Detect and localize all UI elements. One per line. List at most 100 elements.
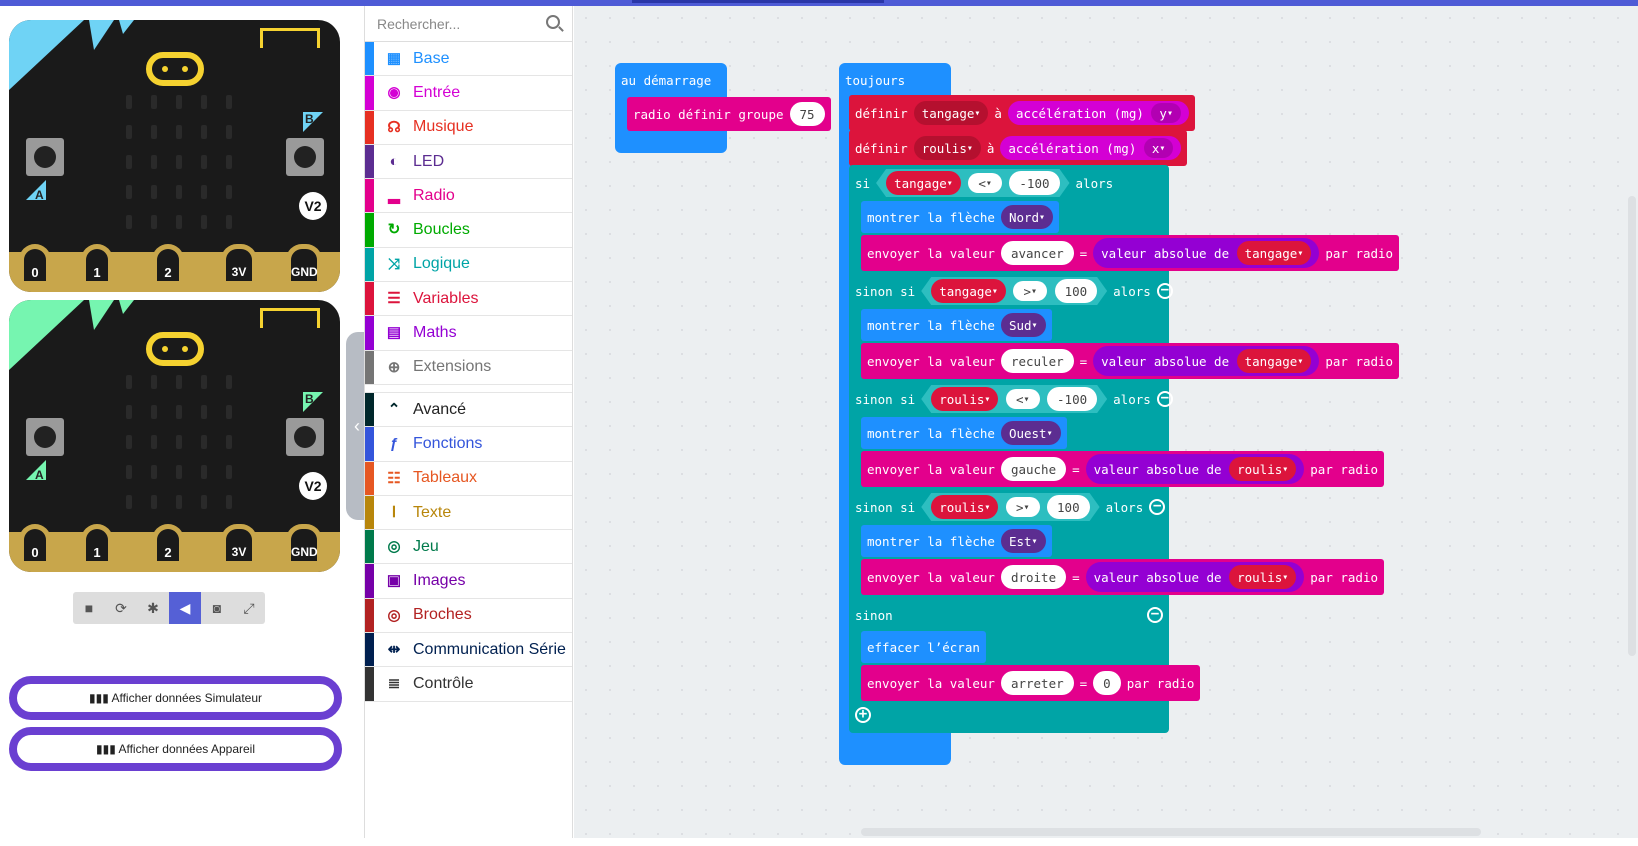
string-input[interactable]: droite [1000, 565, 1067, 589]
on-start-block[interactable]: au démarrage radio définir groupe 75 [615, 63, 831, 153]
variable-dropdown[interactable]: roulis [931, 387, 998, 411]
category-contr-le[interactable]: ≣Contrôle [365, 667, 572, 702]
variable-dropdown[interactable]: roulis [913, 136, 981, 160]
category-broches[interactable]: ◎Broches [365, 598, 572, 634]
search-input[interactable]: Rechercher... [365, 6, 572, 42]
show-arrow-block[interactable]: montrer la flèche Est [861, 525, 1052, 557]
variable-dropdown[interactable]: tangage [931, 279, 1006, 303]
touch-logo-icon[interactable] [146, 52, 204, 86]
abs-block[interactable]: valeur absolue de tangage [1093, 346, 1320, 376]
button-a[interactable] [26, 138, 64, 176]
direction-dropdown[interactable]: Nord [1000, 205, 1054, 229]
set-tangage-block[interactable]: définir tangage à accélération (mg) y [849, 95, 1195, 131]
pin-3v[interactable]: 3V [221, 244, 257, 286]
button-a[interactable] [26, 418, 64, 456]
operator-dropdown[interactable]: < [968, 173, 1002, 193]
pin-2[interactable]: 2 [152, 524, 184, 566]
variable-dropdown[interactable]: roulis [931, 495, 998, 519]
compare-block[interactable]: roulis < -100 [921, 385, 1107, 413]
vertical-scrollbar[interactable] [1628, 196, 1636, 656]
debug-icon[interactable]: ✱ [147, 600, 159, 616]
send-value-block[interactable]: envoyer la valeur gauche = valeur absolu… [861, 451, 1385, 487]
number-input[interactable]: 0 [1093, 671, 1121, 695]
blocks-workspace[interactable]: au démarrage radio définir groupe 75 tou… [574, 6, 1638, 838]
category-images[interactable]: ▣Images [365, 564, 572, 599]
remove-branch-icon[interactable]: − [1147, 607, 1163, 623]
pin-gnd[interactable]: GND [286, 244, 322, 286]
operator-dropdown[interactable]: < [1006, 389, 1040, 409]
button-b[interactable] [286, 138, 324, 176]
category-variables[interactable]: ☰Variables [365, 282, 572, 317]
microbit-board-2[interactable]: A B V2 0 1 2 3V GND [9, 300, 340, 572]
direction-dropdown[interactable]: Sud [1000, 313, 1046, 337]
touch-logo-icon[interactable] [146, 332, 204, 366]
show-data-simulator-button[interactable]: ▮▮▮ Afficher données Simulateur [9, 676, 342, 720]
show-arrow-block[interactable]: montrer la flèche Ouest [861, 417, 1067, 449]
category-extensions[interactable]: ⊕Extensions [365, 350, 572, 385]
string-input[interactable]: reculer [1000, 349, 1074, 373]
remove-branch-icon[interactable]: − [1149, 499, 1166, 515]
number-input[interactable]: -100 [1009, 171, 1059, 195]
clear-screen-block[interactable]: effacer l’écran [861, 631, 986, 663]
remove-branch-icon[interactable]: − [1156, 283, 1173, 299]
number-input[interactable]: -100 [1047, 387, 1097, 411]
variable-dropdown[interactable]: tangage [1236, 349, 1312, 373]
pin-1[interactable]: 1 [81, 524, 113, 566]
operator-dropdown[interactable]: > [1013, 281, 1047, 301]
abs-block[interactable]: valeur absolue de roulis [1085, 562, 1305, 592]
send-value-block[interactable]: envoyer la valeur droite = valeur absolu… [861, 559, 1385, 595]
string-input[interactable]: arreter [1000, 671, 1074, 695]
add-branch-icon[interactable]: + [855, 707, 871, 723]
microbit-board-1[interactable]: A B V2 0 1 2 3V GND [9, 20, 340, 292]
category-avanc-[interactable]: ⌃Avancé [365, 392, 572, 428]
abs-block[interactable]: valeur absolue de tangage [1093, 238, 1320, 268]
pin-gnd[interactable]: GND [286, 524, 322, 566]
category-musique[interactable]: ☊Musique [365, 110, 572, 145]
acceleration-block[interactable]: accélération (mg) y [1007, 101, 1189, 125]
category-entr-e[interactable]: ◉Entrée [365, 76, 572, 111]
operator-dropdown[interactable]: > [1006, 497, 1040, 517]
search-icon[interactable] [546, 15, 560, 29]
category-maths[interactable]: ▤Maths [365, 316, 572, 351]
category-tableaux[interactable]: ☷Tableaux [365, 461, 572, 496]
stop-icon[interactable]: ■ [84, 600, 94, 616]
group-value-input[interactable]: 75 [789, 102, 825, 126]
string-input[interactable]: avancer [1000, 241, 1074, 265]
pin-2[interactable]: 2 [152, 244, 184, 286]
category-jeu[interactable]: ◎Jeu [365, 530, 572, 565]
category-led[interactable]: ◐LED [365, 144, 572, 180]
direction-dropdown[interactable]: Ouest [1000, 421, 1061, 445]
send-value-block[interactable]: envoyer la valeur avancer = valeur absol… [861, 235, 1400, 271]
compare-block[interactable]: tangage > 100 [921, 277, 1107, 305]
number-input[interactable]: 100 [1055, 279, 1098, 303]
pin-0[interactable]: 0 [19, 524, 51, 566]
show-data-device-button[interactable]: ▮▮▮ Afficher données Appareil [9, 727, 342, 771]
horizontal-scrollbar[interactable] [861, 828, 1481, 836]
axis-dropdown[interactable]: y [1151, 103, 1181, 123]
direction-dropdown[interactable]: Est [1000, 529, 1046, 553]
show-arrow-block[interactable]: montrer la flèche Nord [861, 201, 1060, 233]
category-logique[interactable]: ⤨Logique [365, 247, 572, 283]
variable-dropdown[interactable]: tangage [886, 171, 961, 195]
pin-1[interactable]: 1 [81, 244, 113, 286]
fullscreen-icon[interactable]: ⤢ [243, 600, 255, 616]
sound-icon[interactable]: ◀ [169, 592, 201, 624]
abs-block[interactable]: valeur absolue de roulis [1085, 454, 1305, 484]
axis-dropdown[interactable]: x [1143, 138, 1174, 158]
pin-0[interactable]: 0 [19, 244, 51, 286]
category-base[interactable]: ▦Base [365, 42, 572, 77]
set-roulis-block[interactable]: définir roulis à accélération (mg) x [849, 130, 1188, 166]
variable-dropdown[interactable]: tangage [1236, 241, 1312, 265]
collapse-simulator-button[interactable]: ‹ [346, 332, 368, 520]
category-radio[interactable]: ▂Radio [365, 179, 572, 214]
number-input[interactable]: 100 [1047, 495, 1090, 519]
compare-block[interactable]: roulis > 100 [921, 493, 1099, 521]
pin-3v[interactable]: 3V [221, 524, 257, 566]
send-value-block[interactable]: envoyer la valeur arreter = 0 par radio [861, 665, 1201, 701]
screenshot-icon[interactable]: ◙ [212, 600, 222, 616]
variable-dropdown[interactable]: roulis [1229, 565, 1297, 589]
show-arrow-block[interactable]: montrer la flèche Sud [861, 309, 1052, 341]
category-communication-s-rie[interactable]: ⇹Communication Série [365, 633, 572, 668]
